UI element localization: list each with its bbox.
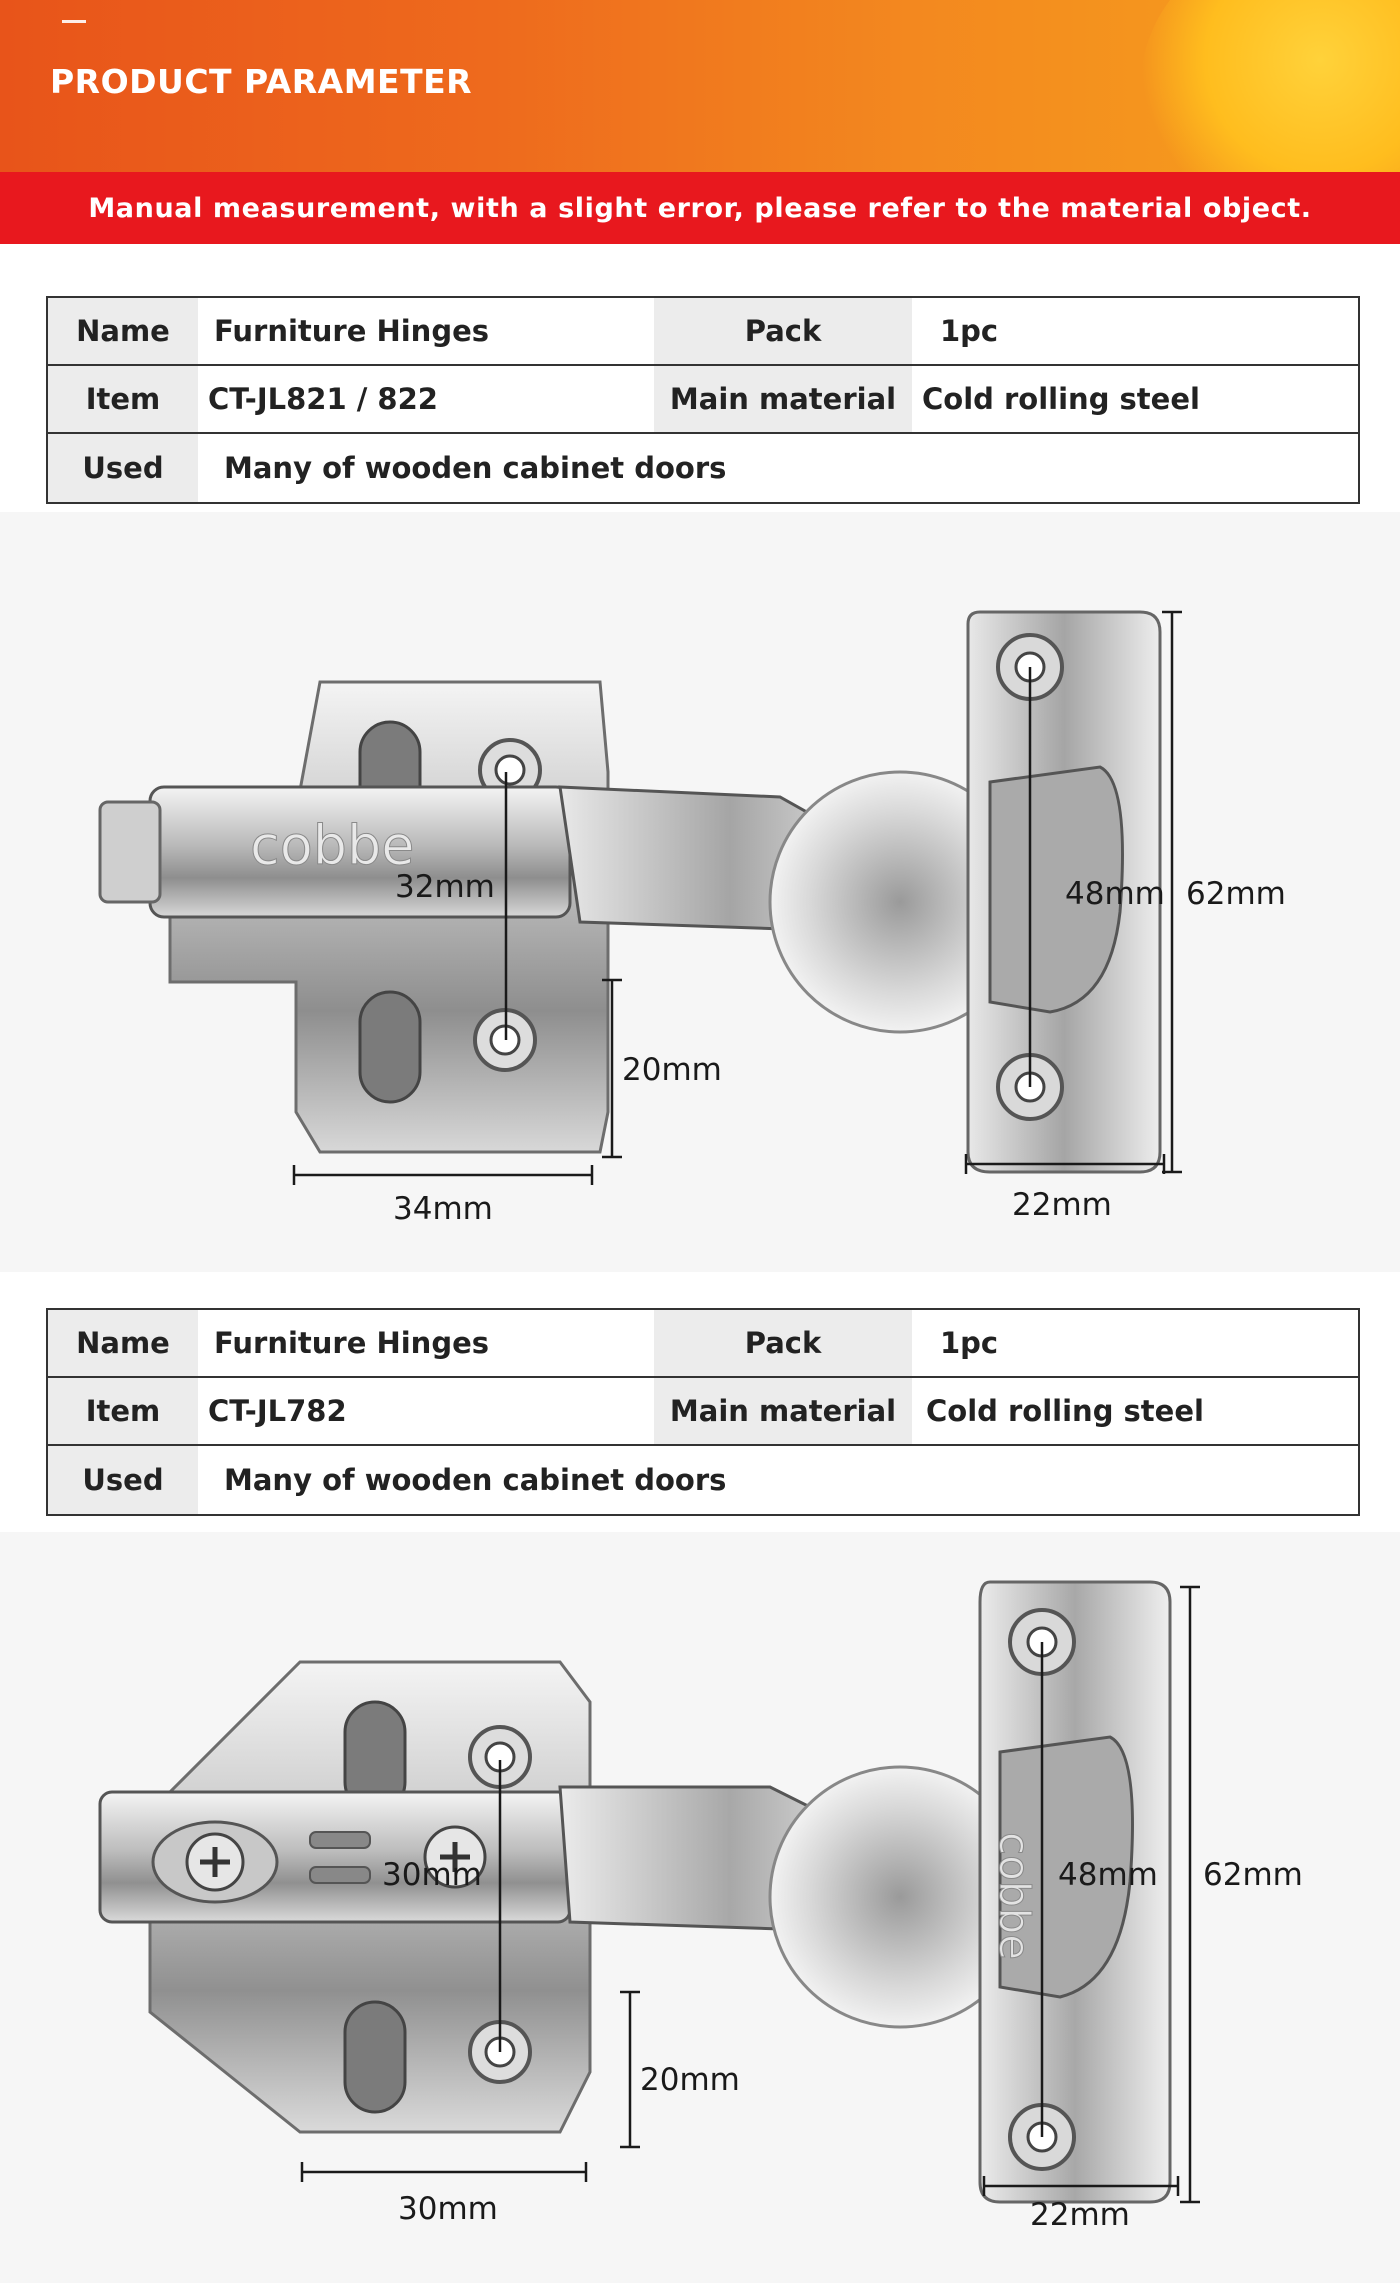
spec-table-1: Name Furniture Hinges Pack 1pc Item CT-J…: [46, 296, 1360, 504]
hinge-diagram-2: cobbe 30mm 48mm 62mm 20mm 30mm: [0, 1532, 1400, 2283]
used-value: Many of wooden cabinet doors: [224, 1463, 727, 1497]
dim-hole-spacing: 32mm: [395, 869, 495, 905]
dim-plate-width: 22mm: [1012, 1187, 1112, 1223]
hinge-2-dimension-lines: [300, 1585, 1200, 2204]
dim-plate-hole-spacing: 48mm: [1058, 1857, 1158, 1893]
item-label: Item: [48, 1378, 198, 1444]
dim-arm-width: 34mm: [393, 1191, 493, 1227]
name-value: Furniture Hinges: [214, 1326, 490, 1360]
pack-label: Pack: [654, 298, 912, 364]
tick-mark: [62, 20, 86, 23]
pack-value: 1pc: [940, 314, 999, 348]
dim-arm-width: 30mm: [398, 2191, 498, 2227]
dim-plate-height: 62mm: [1186, 876, 1286, 912]
name-label: Name: [48, 298, 198, 364]
hinge-2-brand-mark: cobbe: [990, 1832, 1039, 1960]
item-value: CT-JL782: [208, 1394, 347, 1428]
pack-value: 1pc: [940, 1326, 999, 1360]
spec-table-2: Name Furniture Hinges Pack 1pc Item CT-J…: [46, 1308, 1360, 1516]
used-label: Used: [48, 434, 198, 502]
dim-plate-height: 62mm: [1203, 1857, 1303, 1893]
header-banner: PRODUCT PARAMETER: [0, 0, 1400, 172]
material-value: Cold rolling steel: [922, 382, 1200, 416]
hinge-diagram-1: cobbe 32mm: [0, 512, 1400, 1272]
hinge-2-drawing: cobbe 30mm 48mm 62mm 20mm 30mm: [98, 1580, 1303, 2233]
dim-arm-height: 20mm: [622, 1052, 722, 1088]
dim-hole-spacing: 30mm: [382, 1857, 482, 1893]
dim-arm-height: 20mm: [640, 2062, 740, 2098]
item-label: Item: [48, 366, 198, 432]
hinge-1-drawing: cobbe 32mm: [98, 610, 1286, 1227]
page-title: PRODUCT PARAMETER: [50, 62, 473, 101]
measurement-notice: Manual measurement, with a slight error,…: [0, 172, 1400, 244]
table-row-used: Used Many of wooden cabinet doors: [48, 434, 1358, 502]
pack-label: Pack: [654, 1310, 912, 1376]
table-row-item: Item CT-JL821 / 822 Main material Cold r…: [48, 366, 1358, 434]
dim-plate-width: 22mm: [1030, 2197, 1130, 2233]
material-value: Cold rolling steel: [926, 1394, 1204, 1428]
dim-plate-hole-spacing: 48mm: [1065, 876, 1165, 912]
hinge-1-dimension-lines: [292, 610, 1182, 1185]
material-label: Main material: [654, 366, 912, 432]
name-label: Name: [48, 1310, 198, 1376]
table-row-name: Name Furniture Hinges Pack 1pc: [48, 1310, 1358, 1378]
hinge-1-brand-mark: cobbe: [250, 814, 415, 877]
name-value: Furniture Hinges: [214, 314, 490, 348]
hinge-1-mount-plate: [966, 610, 1162, 1174]
table-row-used: Used Many of wooden cabinet doors: [48, 1446, 1358, 1514]
table-row-name: Name Furniture Hinges Pack 1pc: [48, 298, 1358, 366]
item-value: CT-JL821 / 822: [208, 382, 438, 416]
used-value: Many of wooden cabinet doors: [224, 451, 727, 485]
material-label: Main material: [654, 1378, 912, 1444]
table-row-item: Item CT-JL782 Main material Cold rolling…: [48, 1378, 1358, 1446]
used-label: Used: [48, 1446, 198, 1514]
sun-decoration: [1140, 0, 1400, 172]
